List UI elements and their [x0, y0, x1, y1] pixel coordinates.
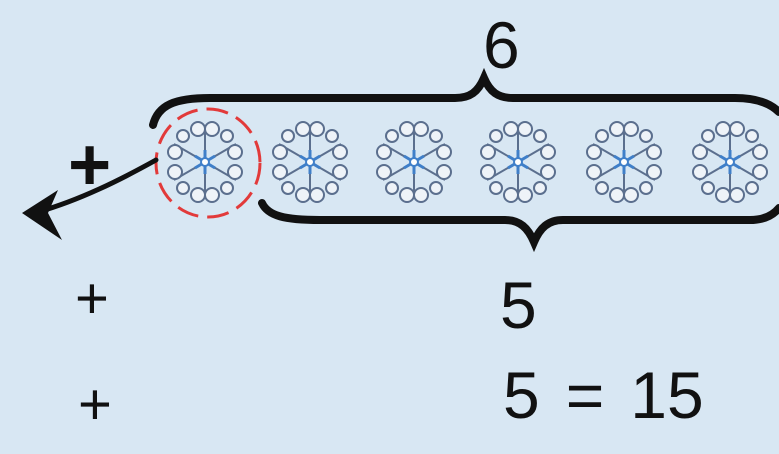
- plus-sign: +: [78, 376, 112, 434]
- equation-equals: =: [566, 358, 605, 432]
- equation-operand: 5: [503, 358, 540, 432]
- snowflake-icon: [273, 122, 347, 202]
- equation-result: 15: [630, 358, 703, 432]
- equation: 5=15: [503, 362, 704, 428]
- snowflake-icon: [481, 122, 555, 202]
- snowflake-icon: [377, 122, 451, 202]
- arrow-head-icon: [22, 190, 62, 240]
- snowflake-icon: [693, 122, 767, 202]
- snowflake-icon: [587, 122, 661, 202]
- plus-sign: +: [68, 128, 111, 202]
- top-brace: [153, 78, 779, 125]
- snowflake-row: [168, 122, 767, 202]
- top-count-label: 6: [483, 12, 520, 78]
- bottom-count-label: 5: [500, 272, 537, 338]
- plus-sign: +: [75, 270, 109, 328]
- bottom-brace: [262, 203, 779, 242]
- snowflake-icon: [168, 122, 242, 202]
